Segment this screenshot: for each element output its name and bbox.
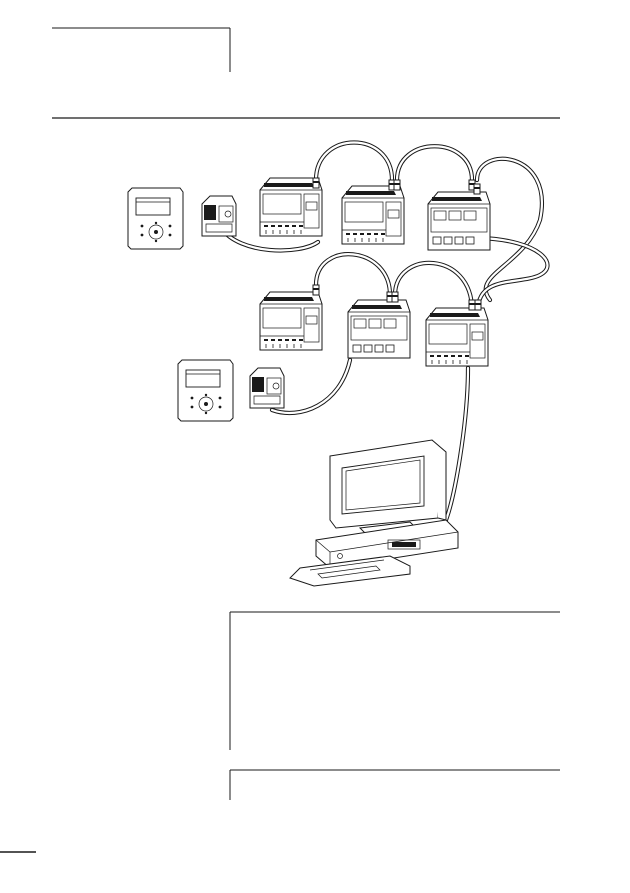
controller-module-icon bbox=[427, 191, 491, 251]
personal-computer-icon bbox=[289, 439, 459, 587]
network-cable-icon bbox=[218, 140, 550, 528]
controller-module-icon bbox=[259, 291, 323, 351]
controller-module-icon bbox=[341, 185, 405, 245]
controller-module-icon bbox=[347, 299, 411, 359]
controller-module-icon bbox=[425, 307, 489, 367]
power-supply-module-icon bbox=[201, 195, 237, 237]
display-unit-icon bbox=[127, 187, 184, 250]
power-supply-module-icon bbox=[249, 367, 285, 409]
display-unit-icon bbox=[177, 359, 234, 422]
